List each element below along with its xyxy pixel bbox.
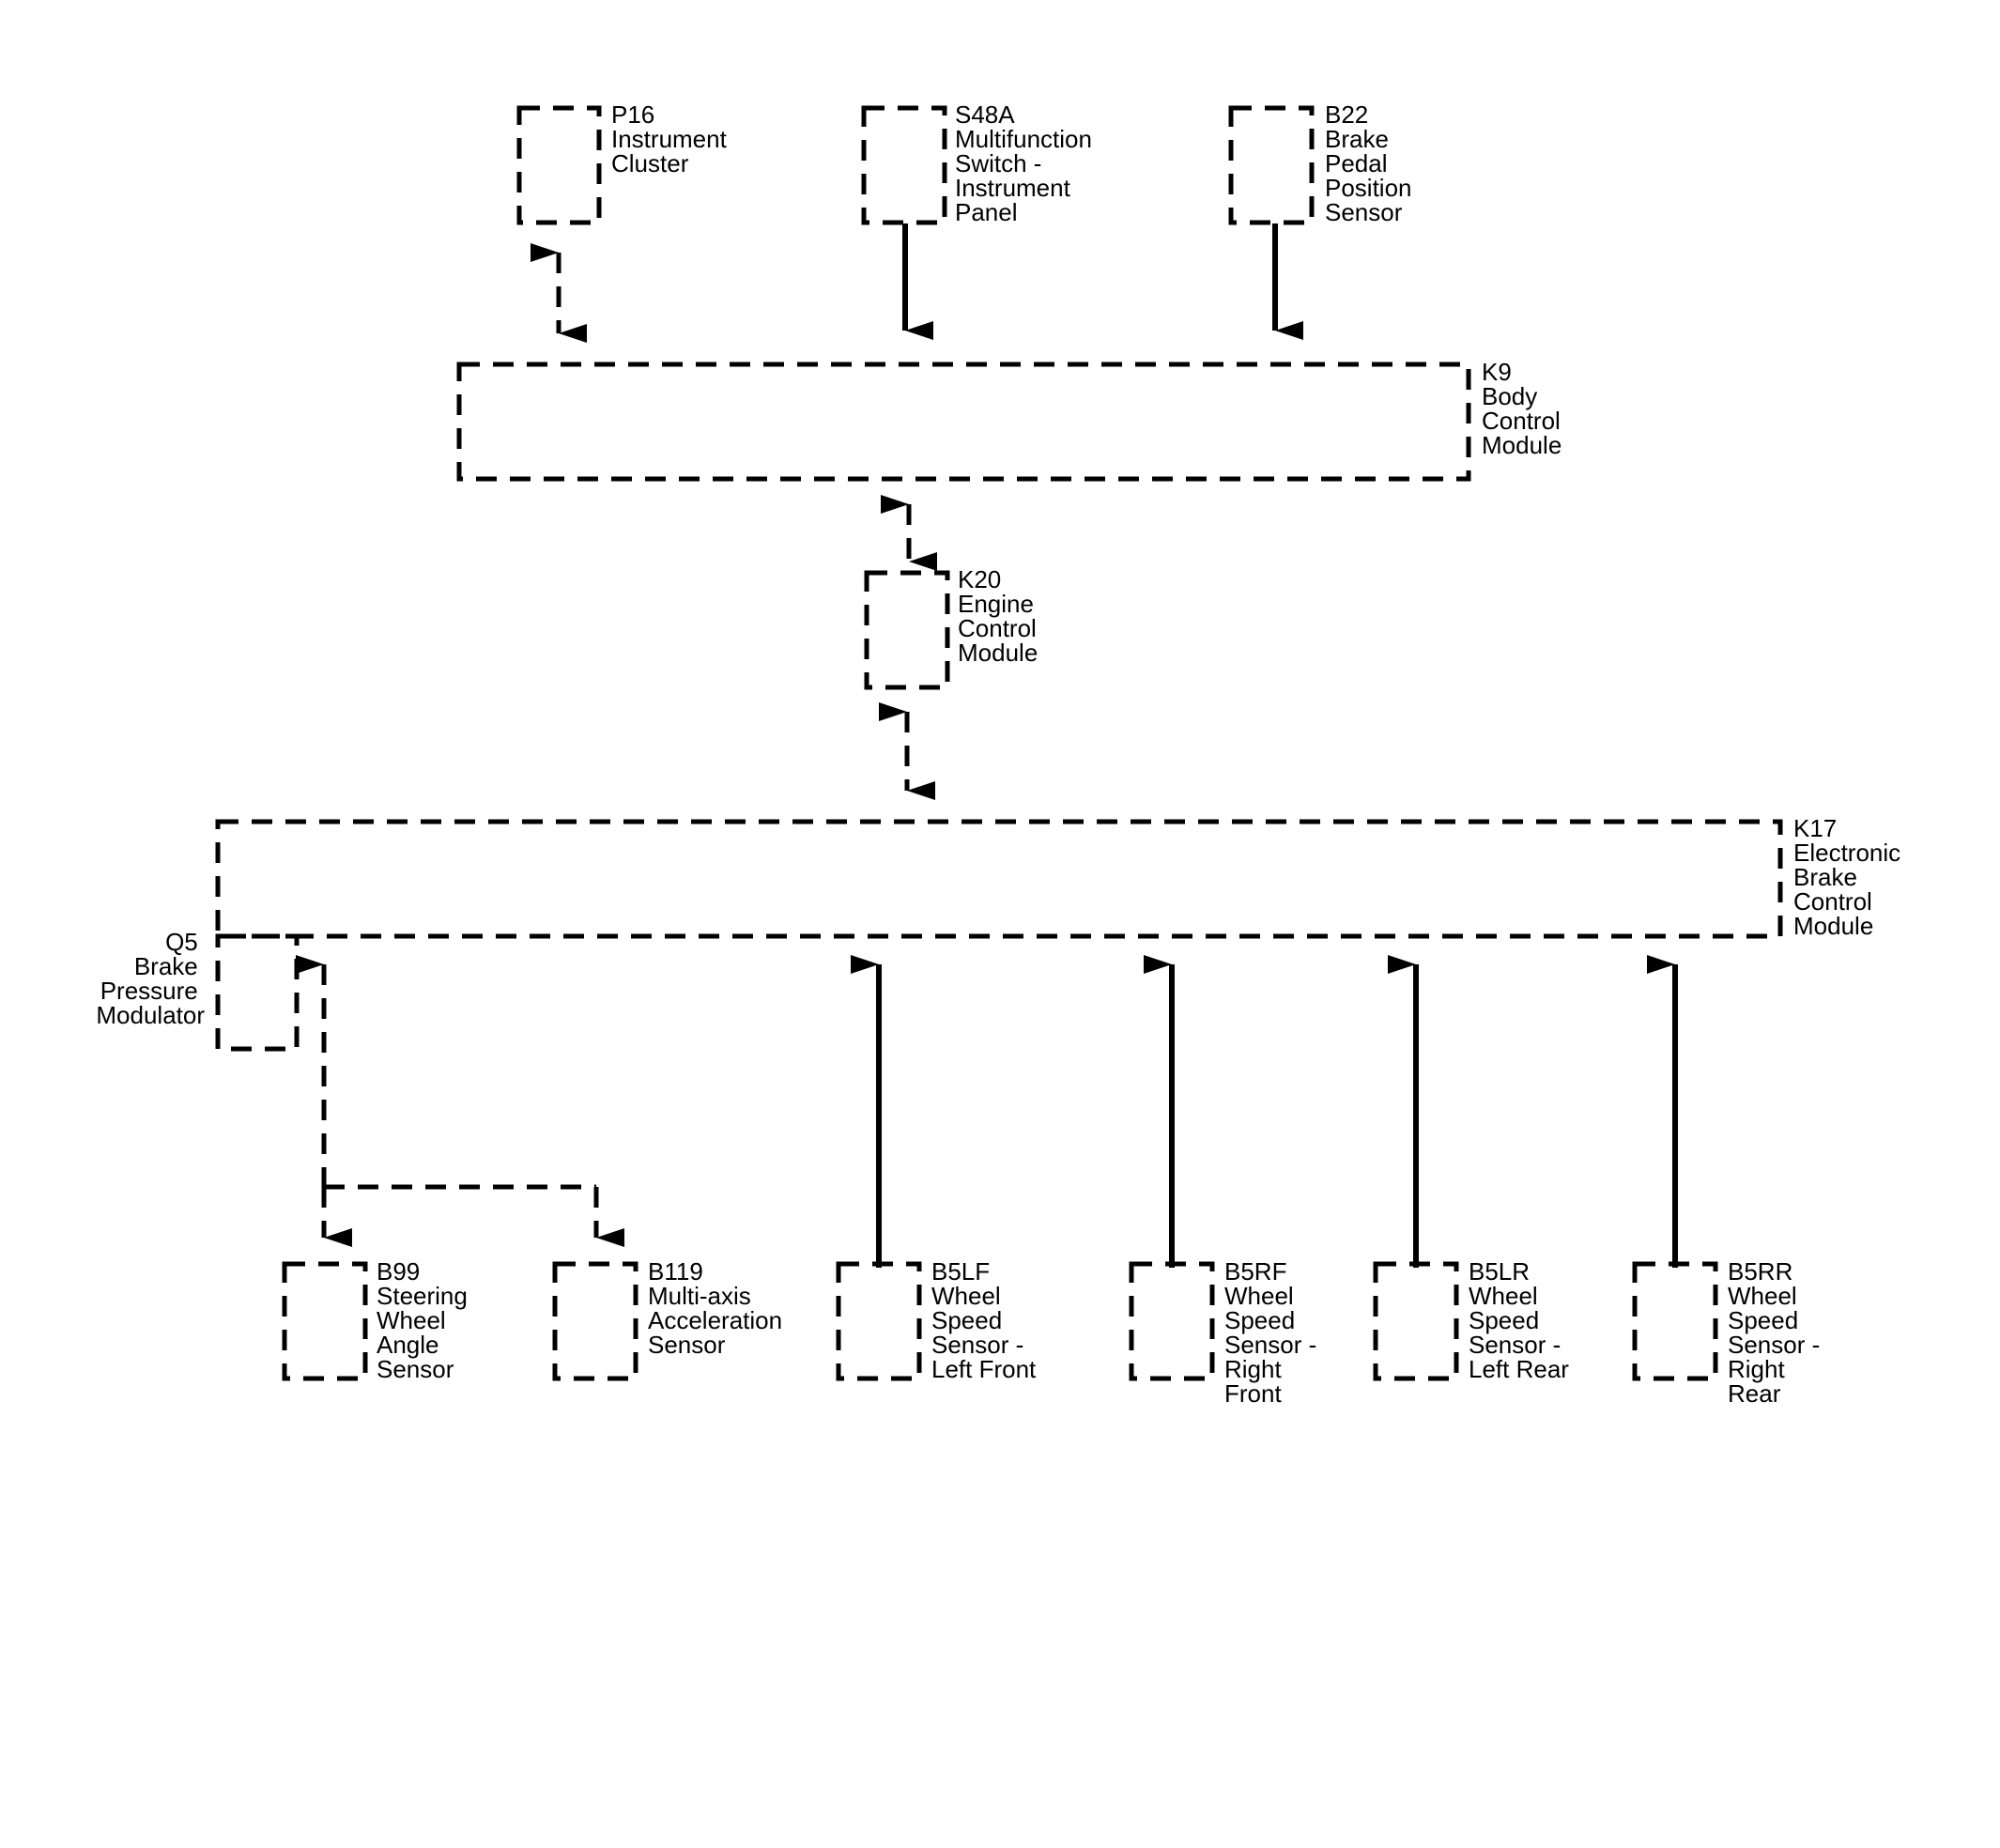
b22-name-line: Sensor <box>1325 198 1403 226</box>
b22-label: B22 Brake Pedal Position Sensor <box>1325 100 1419 226</box>
s48a-code: S48A <box>955 100 1015 129</box>
k17-code: K17 <box>1793 814 1837 842</box>
k20-code: K20 <box>958 565 1001 593</box>
q5-box <box>215 933 300 1052</box>
b5rr-name-line: Speed <box>1728 1306 1798 1334</box>
p16-box <box>516 105 602 225</box>
p16-label: P16 Instrument Cluster <box>611 100 733 177</box>
k20-name-line: Engine <box>958 590 1034 618</box>
k9-label: K9 Body Control Module <box>1482 358 1567 459</box>
b5lf-code: B5LF <box>931 1257 990 1286</box>
k9-name-line: Body <box>1482 382 1537 410</box>
b119-code: B119 <box>648 1257 703 1286</box>
b5lf-box <box>836 1261 922 1381</box>
b119-name-line: Multi-axis <box>648 1282 751 1310</box>
q5-name-line: Brake <box>134 952 198 980</box>
s48a-box <box>861 105 947 225</box>
k17-name-line: Module <box>1793 912 1873 940</box>
k9-name-line: Module <box>1482 431 1562 459</box>
s48a-name-line: Multifunction <box>955 125 1092 153</box>
b5lf-name-line: Speed <box>931 1306 1002 1334</box>
b5rr-code: B5RR <box>1728 1257 1792 1286</box>
b5lr-name-line: Left Rear <box>1469 1355 1569 1383</box>
b5rr-name-line: Right <box>1728 1355 1785 1383</box>
q5-code: Q5 <box>165 928 198 956</box>
p16-name-line: Cluster <box>611 149 689 177</box>
k20-box <box>864 570 950 690</box>
b5rf-name-line: Right <box>1224 1355 1282 1383</box>
k9-name-line: Control <box>1482 407 1561 435</box>
p16-code: P16 <box>611 100 654 129</box>
k17-label: K17 Electronic Brake Control Module <box>1793 814 1907 940</box>
b5rf-code: B5RF <box>1224 1257 1286 1286</box>
b5lf-name-line: Wheel <box>931 1282 1001 1310</box>
b5rf-label: B5RF Wheel Speed Sensor - Right Front <box>1224 1257 1324 1408</box>
q5-name-line: Pressure <box>100 977 198 1005</box>
b5rf-name-line: Speed <box>1224 1306 1295 1334</box>
k9-box <box>456 362 1471 482</box>
b5rf-box <box>1129 1261 1215 1381</box>
q5-label: Q5 Brake Pressure Modulator <box>96 928 205 1029</box>
b119-label: B119 Multi-axis Acceleration Sensor <box>648 1257 789 1359</box>
b119-box <box>552 1261 638 1381</box>
b5rf-name-line: Front <box>1224 1379 1282 1408</box>
b5lf-name-line: Sensor - <box>931 1331 1023 1359</box>
k20-name-line: Module <box>958 639 1038 667</box>
b119-name-line: Acceleration <box>648 1306 782 1334</box>
q5-name-line: Modulator <box>96 1001 205 1029</box>
b5rf-name-line: Wheel <box>1224 1282 1294 1310</box>
b99-name-line: Angle <box>377 1331 439 1359</box>
k17-box <box>215 819 1783 939</box>
b5rr-name-line: Wheel <box>1728 1282 1797 1310</box>
b5lf-name-line: Left Front <box>931 1355 1037 1383</box>
b22-code: B22 <box>1325 100 1368 129</box>
b5rr-box <box>1632 1261 1718 1381</box>
b99-name-line: Sensor <box>377 1355 454 1383</box>
b5lr-name-line: Wheel <box>1469 1282 1538 1310</box>
b99-box <box>282 1261 368 1381</box>
b99-code: B99 <box>377 1257 420 1286</box>
k17-name-line: Brake <box>1793 863 1857 891</box>
b5rr-label: B5RR Wheel Speed Sensor - Right Rear <box>1728 1257 1827 1408</box>
k9-code: K9 <box>1482 358 1512 386</box>
b99-name-line: Wheel <box>377 1306 446 1334</box>
b5lr-code: B5LR <box>1469 1257 1530 1286</box>
b22-box <box>1228 105 1315 225</box>
p16-name-line: Instrument <box>611 125 728 153</box>
b22-name-line: Pedal <box>1325 149 1388 177</box>
b99-name-line: Steering <box>377 1282 468 1310</box>
b5lr-label: B5LR Wheel Speed Sensor - Left Rear <box>1469 1257 1569 1383</box>
k17-name-line: Control <box>1793 887 1872 916</box>
b22-name-line: Brake <box>1325 125 1389 153</box>
b119-name-line: Sensor <box>648 1331 726 1359</box>
b5rr-name-line: Sensor - <box>1728 1331 1820 1359</box>
s48a-name-line: Panel <box>955 198 1018 226</box>
b5lf-label: B5LF Wheel Speed Sensor - Left Front <box>931 1257 1037 1383</box>
b5rr-name-line: Rear <box>1728 1379 1781 1408</box>
k17-name-line: Electronic <box>1793 839 1900 867</box>
s48a-label: S48A Multifunction Switch - Instrument P… <box>955 100 1099 226</box>
k20-name-line: Control <box>958 614 1037 642</box>
k20-label: K20 Engine Control Module <box>958 565 1043 667</box>
b22-name-line: Position <box>1325 174 1412 202</box>
b5rf-name-line: Sensor - <box>1224 1331 1316 1359</box>
b5lr-name-line: Sensor - <box>1469 1331 1561 1359</box>
b99-label: B99 Steering Wheel Angle Sensor <box>377 1257 474 1383</box>
b5lr-name-line: Speed <box>1469 1306 1539 1334</box>
s48a-name-line: Switch - <box>955 149 1041 177</box>
b5lr-box <box>1373 1261 1459 1381</box>
s48a-name-line: Instrument <box>955 174 1071 202</box>
